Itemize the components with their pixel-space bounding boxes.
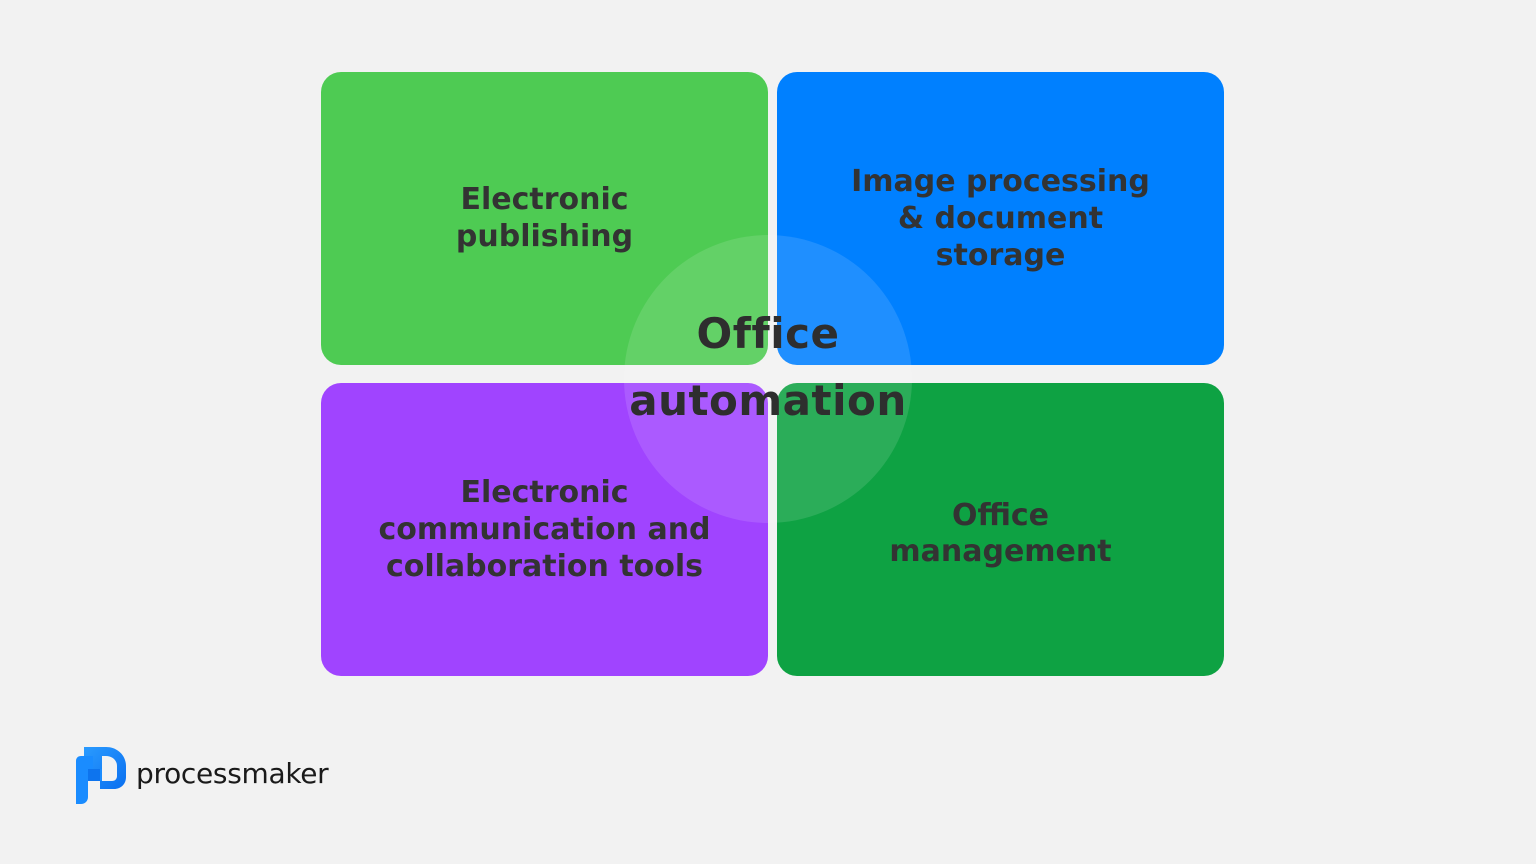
center-circle <box>624 235 912 523</box>
processmaker-logo: processmaker <box>76 747 329 804</box>
quadrant-electronic-publishing: Electronic publishing <box>321 72 768 365</box>
quadrant-label: Image processing & document storage <box>851 164 1150 273</box>
brand-name: processmaker <box>136 757 329 790</box>
quadrant-office-management: Office management <box>777 383 1224 676</box>
quadrant-electronic-communication: Electronic communication and collaborati… <box>321 383 768 676</box>
quadrant-label: Office management <box>889 497 1112 569</box>
processmaker-logo-icon <box>76 747 126 804</box>
quadrant-label: Electronic publishing <box>455 181 634 254</box>
quadrant-image-processing: Image processing & document storage <box>777 72 1224 365</box>
center-title: Office automation <box>629 309 907 425</box>
quadrant-label: Electronic communication and collaborati… <box>378 475 711 584</box>
